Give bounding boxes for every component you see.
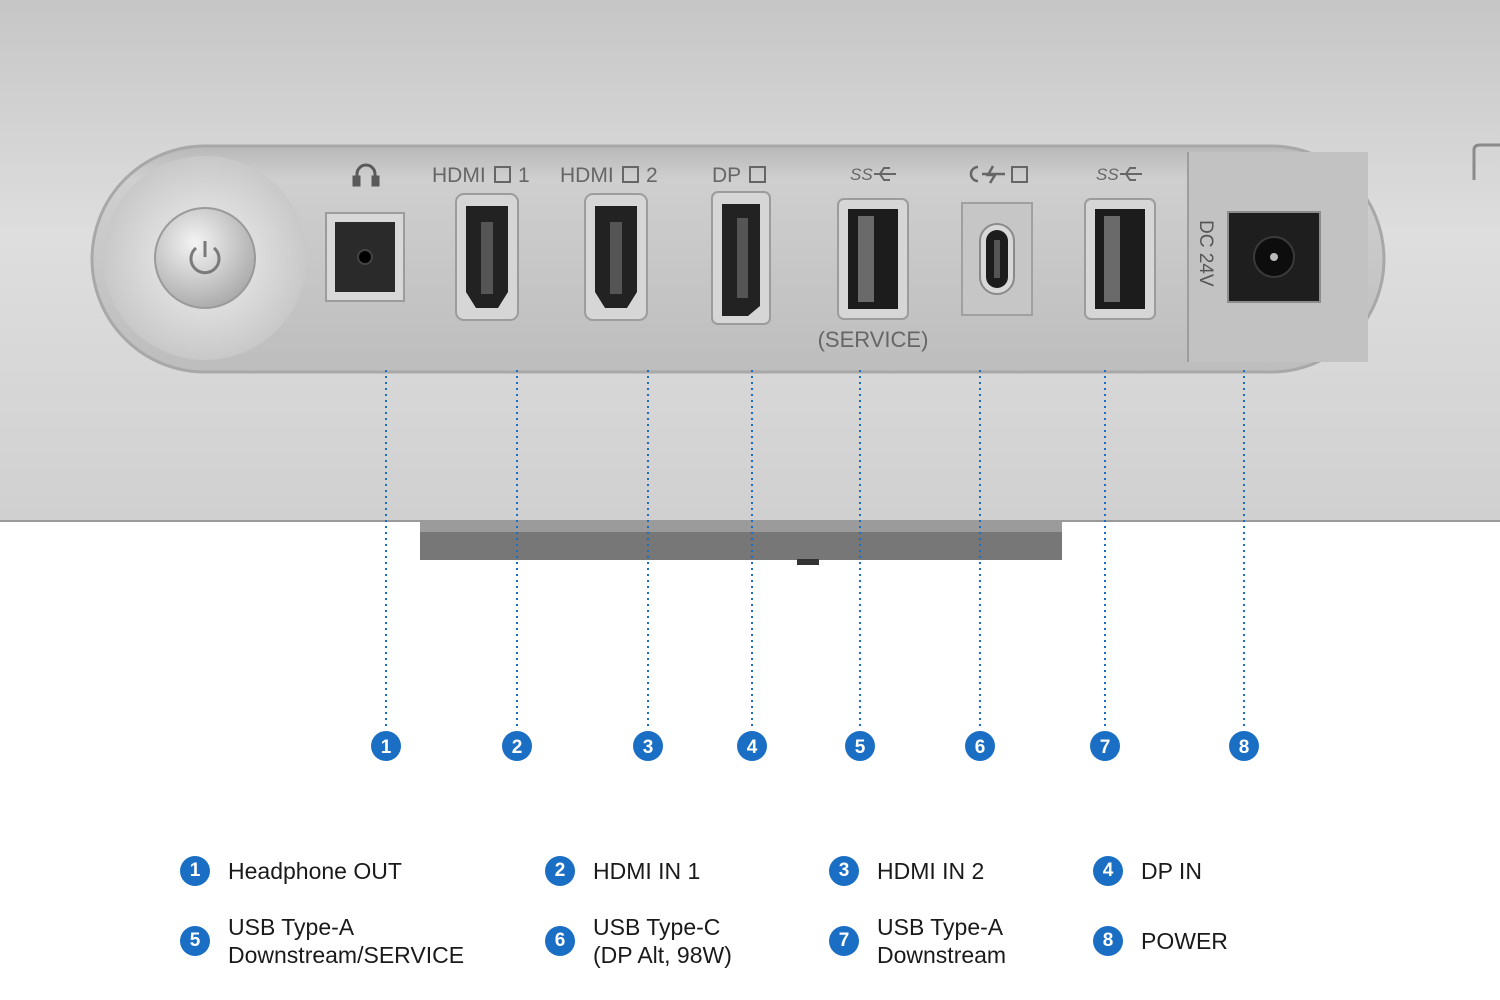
legend-number-badge: 4 (1093, 856, 1123, 886)
dp-port-tongue (737, 218, 748, 298)
legend-item-7: 7 USB Type-A Downstream (829, 914, 1006, 968)
legend-number-badge: 8 (1093, 926, 1123, 956)
usb-c-port-tongue (994, 240, 1000, 278)
callout-badge-5 (845, 731, 875, 761)
stand-base-highlight (420, 522, 1062, 532)
legend-number-badge: 3 (829, 856, 859, 886)
dp-input-icon (749, 166, 766, 183)
power-icon (189, 241, 221, 275)
hdmi1-port-tongue (481, 222, 493, 294)
callout-number-4: 4 (747, 737, 758, 758)
stand-bracket-mark (1472, 143, 1500, 180)
legend-number-badge: 1 (180, 856, 210, 886)
usb-a-service-label: SS (850, 165, 873, 184)
hdmi1-input-icon (494, 166, 511, 183)
legend-label: DP IN (1141, 858, 1202, 884)
legend-label: USB Type-C (DP Alt, 98W) (593, 914, 732, 968)
hdmi2-label: HDMI (560, 164, 614, 187)
stand-base-notch (797, 559, 819, 565)
usb-a-service-port-tongue (858, 216, 874, 302)
service-label: (SERVICE) (818, 327, 929, 352)
power-button[interactable] (154, 207, 256, 309)
legend-label: HDMI IN 1 (593, 858, 701, 884)
legend-label: HDMI IN 2 (877, 858, 985, 884)
hdmi2-port-tongue (610, 222, 622, 294)
callout-badge-2 (502, 731, 532, 761)
legend-item-6: 6 USB Type-C (DP Alt, 98W) (545, 914, 732, 968)
legend-item-8: 8 POWER (1093, 926, 1228, 956)
callout-number-8: 8 (1239, 737, 1250, 758)
headphone-port-hole (357, 249, 373, 265)
callout-badge-3 (633, 731, 663, 761)
dp-label: DP (712, 164, 741, 187)
legend-label: POWER (1141, 928, 1228, 954)
legend-label: USB Type-A Downstream (877, 914, 1007, 968)
legend-number-badge: 7 (829, 926, 859, 956)
hdmi2-number: 2 (646, 164, 658, 187)
legend-label: Headphone OUT (228, 858, 402, 884)
legend-item-5: 5 USB Type-A Downstream/SERVICE (180, 914, 464, 968)
dc-label: DC 24V (1195, 220, 1216, 287)
callout-badge-1 (371, 731, 401, 761)
legend-number-badge: 6 (545, 926, 575, 956)
callout-badge-8 (1229, 731, 1259, 761)
callout-badge-4 (737, 731, 767, 761)
legend-item-2: 2 HDMI IN 1 (545, 856, 700, 886)
usb-trident-icon (874, 167, 896, 181)
callout-badge-6 (965, 731, 995, 761)
legend-item-4: 4 DP IN (1093, 856, 1202, 886)
usb-a-port-tongue (1104, 216, 1120, 302)
usb-c-input-icon (1011, 166, 1028, 183)
callout-number-3: 3 (643, 737, 654, 758)
legend-label: USB Type-A Downstream/SERVICE (228, 914, 465, 968)
power-port-pin (1270, 253, 1278, 261)
callout-number-2: 2 (512, 737, 523, 758)
legend-number-badge: 5 (180, 926, 210, 956)
legend-number-badge: 2 (545, 856, 575, 886)
callout-number-6: 6 (975, 737, 986, 758)
callout-badge-7 (1090, 731, 1120, 761)
callout-number-5: 5 (855, 737, 866, 758)
legend-item-3: 3 HDMI IN 2 (829, 856, 984, 886)
legend-item-1: 1 Headphone OUT (180, 856, 402, 886)
usb-a-label: SS (1096, 165, 1119, 184)
callout-number-7: 7 (1100, 737, 1111, 758)
headphone-icon (352, 163, 380, 187)
hdmi2-input-icon (622, 166, 639, 183)
hdmi1-label: HDMI (432, 164, 486, 187)
usb-trident-icon (1120, 167, 1142, 181)
callout-number-1: 1 (381, 737, 392, 758)
usb-c-thunderbolt-icon (969, 165, 1005, 184)
hdmi1-number: 1 (518, 164, 530, 187)
